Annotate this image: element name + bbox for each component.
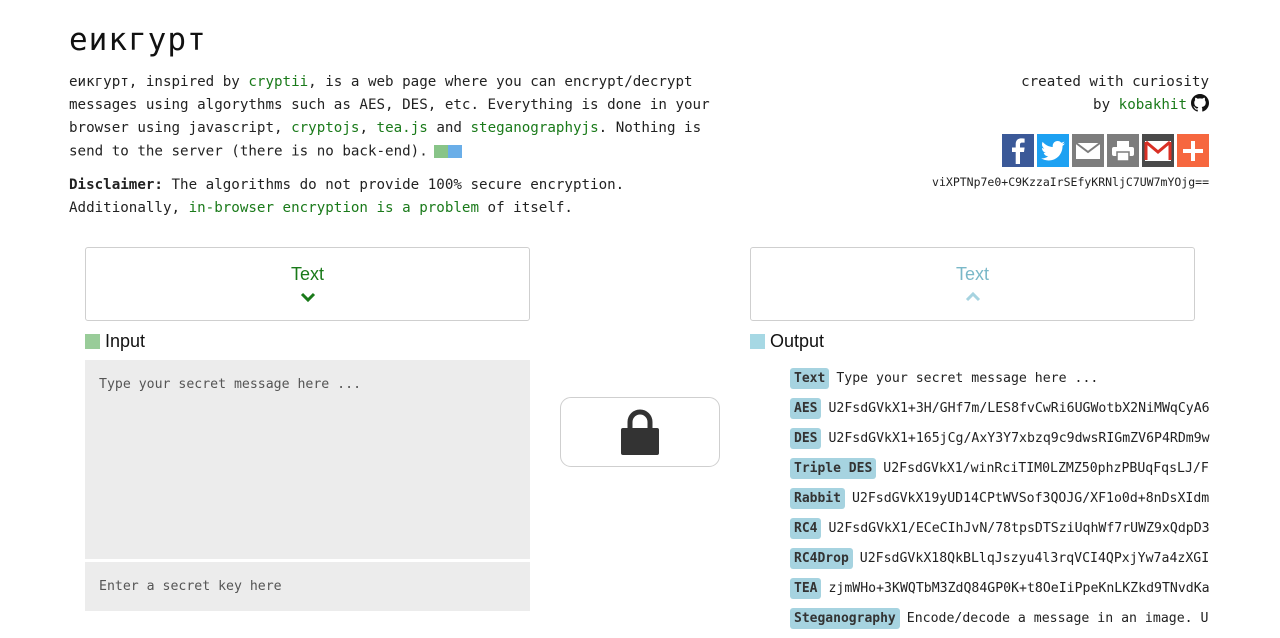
- chevron-up-icon: [751, 289, 1194, 305]
- output-value: U2FsdGVkX1+3H/GHf7m/LES8fvCwRi6UGWotbX2N…: [828, 400, 1210, 416]
- output-row[interactable]: AES U2FsdGVkX1+3H/GHf7m/LES8fvCwRi6UGWotb…: [790, 393, 1210, 423]
- output-value: Type your secret message here ...: [836, 370, 1099, 386]
- disclaimer-text: of itself.: [479, 199, 573, 216]
- algorithm-badge: DES: [790, 427, 822, 449]
- credits-line: created with curiosity: [1021, 74, 1209, 90]
- twitter-icon: [1041, 140, 1065, 160]
- algorithm-badge: Rabbit: [790, 487, 845, 509]
- link-cryptii[interactable]: cryptii: [248, 74, 309, 90]
- share-more-button[interactable]: [1177, 134, 1209, 167]
- disclaimer: Disclaimer: The algorithms do not provid…: [69, 174, 729, 220]
- share-email-button[interactable]: [1072, 134, 1104, 167]
- output-row[interactable]: Triple DES U2FsdGVkX1/winRciTIM0LZMZ50phz…: [790, 453, 1209, 483]
- output-row[interactable]: DES U2FsdGVkX1+165jCg/AxY3Y7xbzq9c9dwsRIG…: [790, 423, 1210, 453]
- disclaimer-text: The algorithms do not provide 100% secur…: [69, 176, 625, 216]
- credits: created with curiosity by kobakhit: [1021, 71, 1209, 117]
- github-icon[interactable]: [1191, 94, 1209, 112]
- disclaimer-label: Disclaimer:: [69, 176, 163, 193]
- intro-text-part: ,: [359, 120, 377, 136]
- language-flag-icon[interactable]: [433, 140, 462, 163]
- algorithm-badge: RC4: [790, 517, 822, 539]
- algorithm-badge: Steganography: [790, 607, 900, 629]
- input-section-label: Input: [85, 331, 145, 352]
- by-label: by: [1093, 97, 1119, 113]
- intro-paragraph: еикгурт, inspired by cryptii, is a web p…: [69, 71, 729, 164]
- output-format-selector[interactable]: Text: [750, 247, 1195, 321]
- output-label-text: Output: [770, 331, 825, 351]
- input-color-swatch: [85, 334, 100, 349]
- gmail-icon: [1144, 140, 1172, 161]
- mail-icon: [1075, 141, 1101, 159]
- print-icon: [1112, 140, 1134, 162]
- hash-value: viXPTNp7e0+C9KzzaIrSEfyKRNljC7UW7mYOjg==: [932, 175, 1209, 189]
- output-value: zjmWHo+3KWQTbM3ZdQ84GP0K+t8OeIiPpeKnLKZk…: [828, 580, 1210, 596]
- output-value: U2FsdGVkX18QkBLlqJszyu4l3rqVCI4QPxjYw7a4…: [859, 550, 1210, 566]
- secret-key-input[interactable]: Enter a secret key here: [85, 562, 530, 611]
- output-value: Encode/decode a message in an image. U: [906, 610, 1209, 626]
- share-facebook-button[interactable]: [1002, 134, 1034, 167]
- output-row[interactable]: RC4 U2FsdGVkX1/ECeCIhJvN/78tpsDTSziUqhWf7…: [790, 513, 1210, 543]
- output-row[interactable]: RC4Drop U2FsdGVkX18QkBLlqJszyu4l3rqVCI4QP…: [790, 543, 1209, 573]
- link-steganographyjs[interactable]: steganographyjs: [470, 120, 599, 136]
- input-label-text: Input: [105, 331, 146, 351]
- plus-icon: [1183, 140, 1203, 161]
- encrypt-toggle-button[interactable]: [560, 397, 720, 467]
- algorithm-badge: Text: [790, 367, 830, 389]
- output-row[interactable]: Text Type your secret message here ...: [790, 363, 1196, 393]
- intro-text-part: . Nothing is send to the server (there i…: [69, 120, 702, 160]
- algorithm-badge: TEA: [790, 577, 822, 599]
- output-row[interactable]: TEA zjmWHo+3KWQTbM3ZdQ84GP0K+t8OeIiPpeKnL…: [790, 573, 1210, 603]
- lock-icon: [621, 409, 659, 455]
- chevron-down-icon: [86, 289, 529, 305]
- intro-text-part: and: [427, 120, 471, 136]
- link-teajs[interactable]: tea.js: [376, 120, 428, 136]
- intro-text-part: , is a web page where you can encrypt/de…: [69, 74, 710, 136]
- intro-text-part: еикгурт, inspired by: [69, 74, 249, 90]
- output-row[interactable]: Steganography Encode/decode a message in …: [790, 603, 1208, 633]
- intro-text: еикгурт, inspired by cryptii, is a web p…: [69, 71, 729, 230]
- algorithm-badge: Triple DES: [790, 457, 877, 479]
- output-value: U2FsdGVkX19yUD14CPtWVSof3QOJG/XF1o0d+8nD…: [851, 490, 1210, 506]
- output-value: U2FsdGVkX1/ECeCIhJvN/78tpsDTSziUqhWf7rUW…: [828, 520, 1210, 536]
- input-format-selector[interactable]: Text: [85, 247, 530, 321]
- author-line: by kobakhit: [1021, 94, 1209, 117]
- site-title: еикгурт: [69, 22, 207, 58]
- share-gmail-button[interactable]: [1142, 134, 1174, 167]
- output-list: Text Type your secret message here ... AES…: [790, 363, 1210, 633]
- facebook-icon: [1012, 137, 1025, 164]
- share-print-button[interactable]: [1107, 134, 1139, 167]
- algorithm-badge: RC4Drop: [790, 547, 853, 569]
- output-row[interactable]: Rabbit U2FsdGVkX19yUD14CPtWVSof3QOJG/XF1o…: [790, 483, 1209, 513]
- link-cryptojs[interactable]: cryptojs: [291, 120, 360, 136]
- message-input[interactable]: Type your secret message here ...: [85, 360, 530, 559]
- output-color-swatch: [750, 334, 765, 349]
- output-section-label: Output: [750, 331, 824, 352]
- output-format-label: Text: [955, 264, 989, 284]
- output-value: U2FsdGVkX1/winRciTIM0LZMZ50phzPBUqFqsLJ/…: [883, 460, 1209, 476]
- output-value: U2FsdGVkX1+165jCg/AxY3Y7xbzq9c9dwsRIGmZV…: [828, 430, 1210, 446]
- algorithm-badge: AES: [790, 397, 822, 419]
- share-bar: [1002, 134, 1209, 167]
- input-format-label: Text: [290, 264, 324, 284]
- author-link[interactable]: kobakhit: [1118, 97, 1187, 113]
- share-twitter-button[interactable]: [1037, 134, 1069, 167]
- link-browser-crypto-problem[interactable]: in-browser encryption is a problem: [188, 199, 480, 216]
